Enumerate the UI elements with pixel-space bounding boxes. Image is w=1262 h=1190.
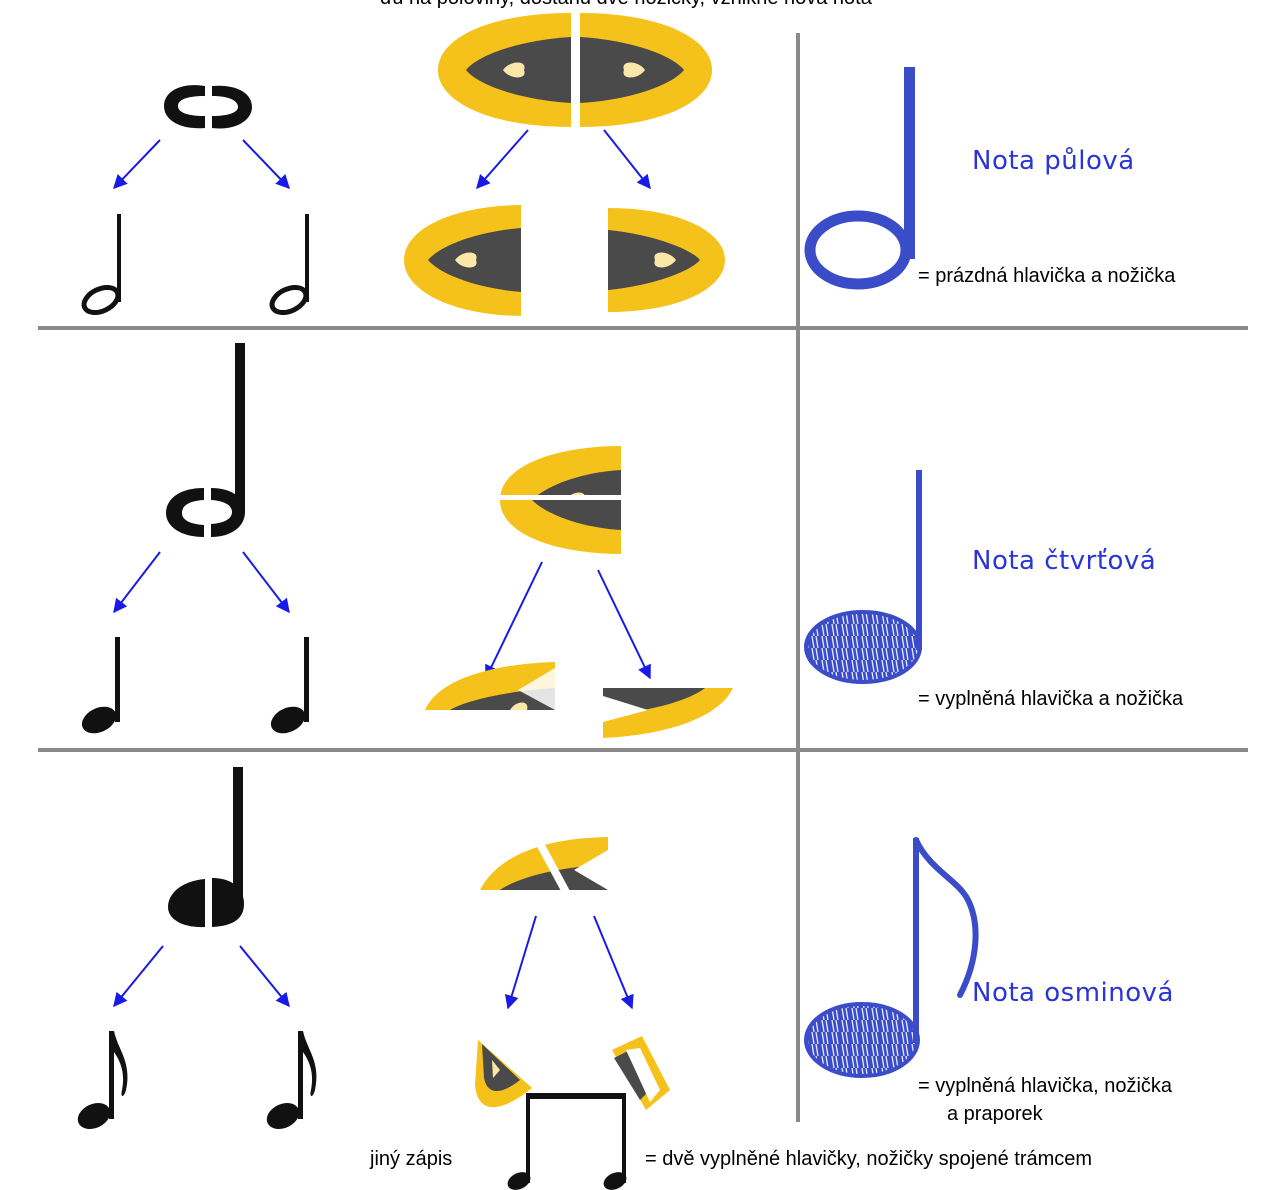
quarter-note-split <box>168 767 244 928</box>
beamed-eighth-notes <box>507 1093 627 1190</box>
half-note-split <box>166 343 245 537</box>
quarter-note-right <box>270 637 309 734</box>
grid-lines <box>38 33 1248 1122</box>
beam-note-description: = dvě vyplněné hlavičky, nožičky spojené… <box>645 1148 1093 1170</box>
row3-title: Nota osminová <box>972 978 1174 1008</box>
pizza-whole-split <box>438 13 712 127</box>
half-note-left <box>81 214 121 316</box>
row3-description-line2: a praporek <box>947 1103 1043 1125</box>
blue-eighth-note <box>804 837 979 1078</box>
pizza-eighth-left <box>475 1040 532 1108</box>
row1-description: = prázdná hlavička a nožička <box>918 265 1176 287</box>
row1-title: Nota půlová <box>972 146 1135 176</box>
pizza-half-split <box>494 440 629 560</box>
arrows-row2-black <box>113 551 290 614</box>
half-note-right <box>269 214 309 316</box>
top-caption: ďu na poloviny, dostanu dvě nožičky, vzn… <box>380 0 872 10</box>
beam-note-label: jiný zápis <box>370 1148 453 1170</box>
eighth-note-right <box>266 1031 317 1130</box>
pizza-half-right <box>608 208 725 312</box>
row3-description-line1: = vyplněná hlavička, nožička <box>918 1075 1173 1097</box>
arrows-row1-black <box>113 139 290 190</box>
pizza-quarter-right <box>603 688 733 738</box>
row2-title: Nota čtvrťová <box>972 546 1157 576</box>
blue-half-note <box>804 67 915 290</box>
arrows-row3-pizza <box>504 915 634 1010</box>
pizza-quarter-split <box>480 837 608 894</box>
arrows-row2-pizza <box>485 561 651 680</box>
pizza-half-left <box>404 205 521 316</box>
eighth-note-left <box>77 1031 128 1130</box>
pizza-quarter-left <box>425 662 555 710</box>
row2-description: = vyplněná hlavička a nožička <box>918 688 1184 710</box>
blue-quarter-note <box>804 470 922 684</box>
quarter-note-left <box>81 637 120 734</box>
pizza-eighth-right <box>612 1036 670 1110</box>
arrows-row1-pizza <box>476 129 651 190</box>
arrows-row3-black <box>113 945 290 1008</box>
whole-note-split <box>164 85 252 129</box>
